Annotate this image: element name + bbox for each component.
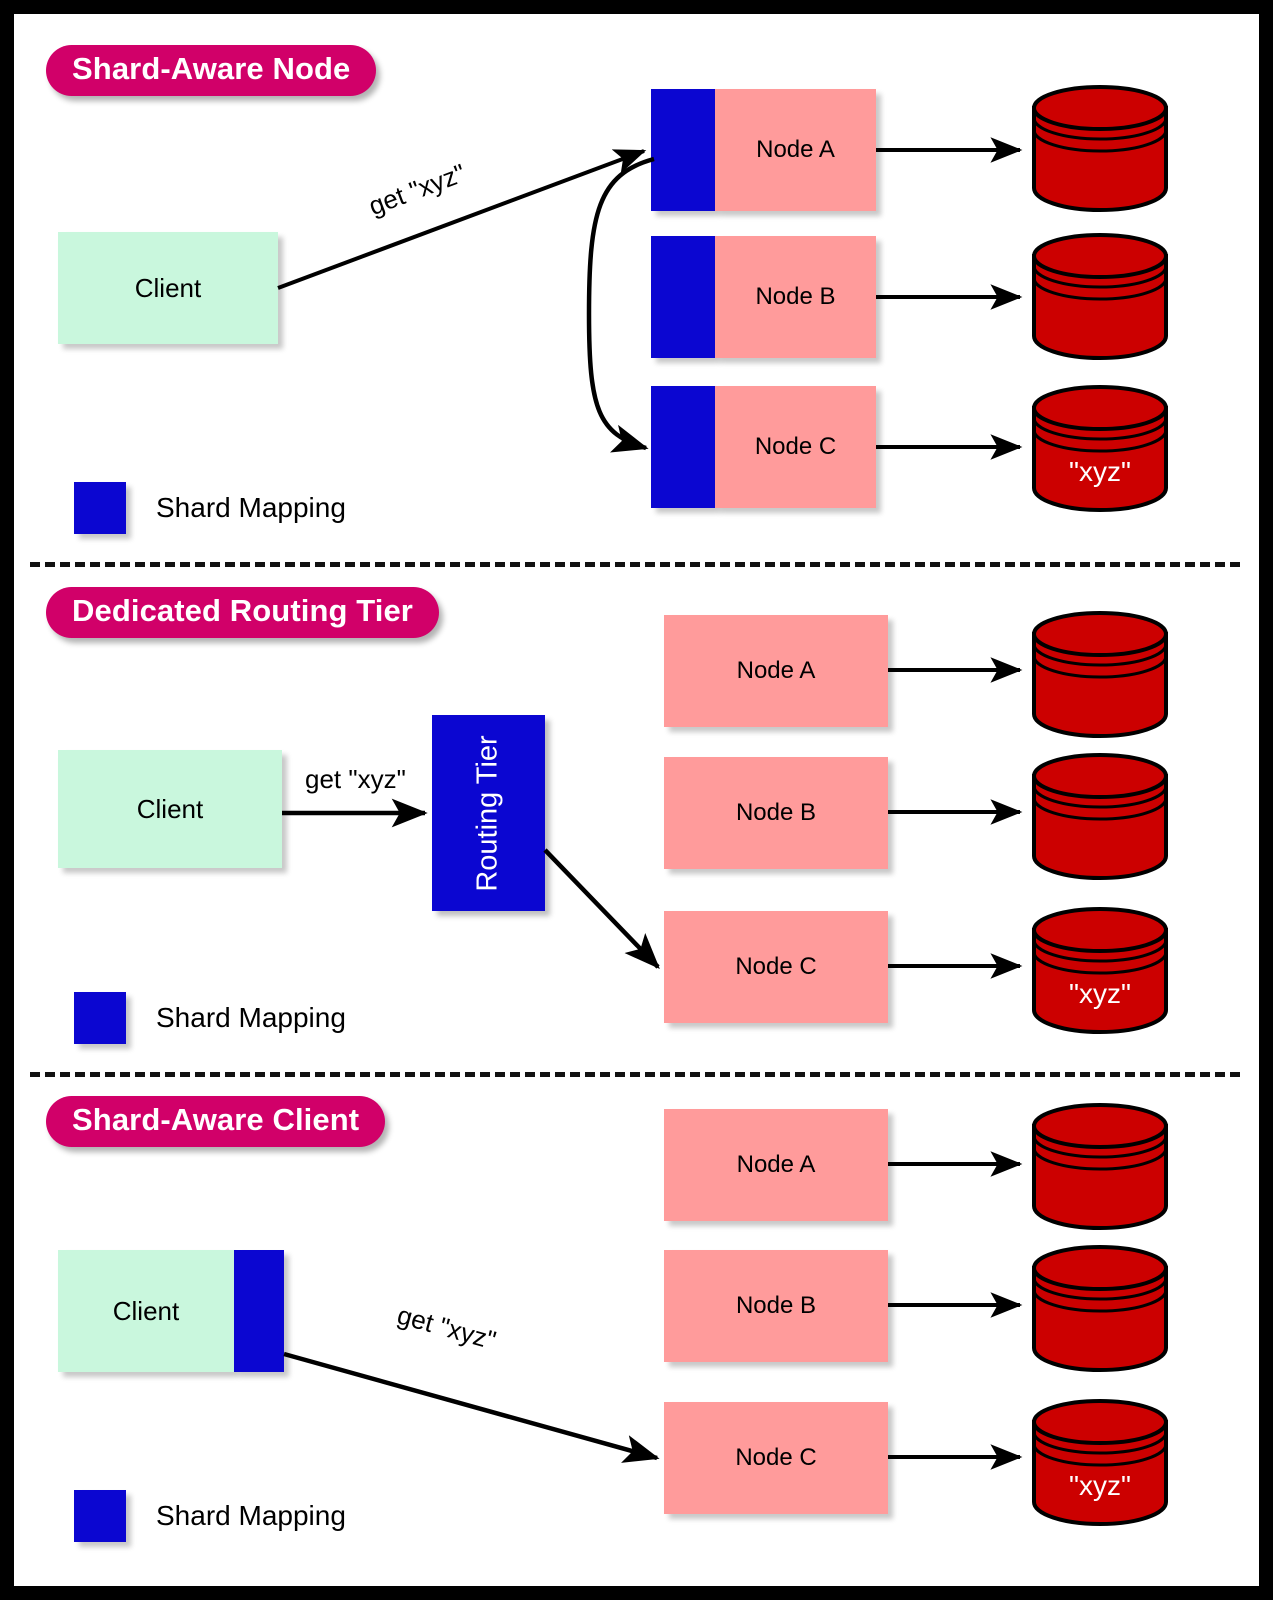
request-label-panel2: get "xyz" — [305, 764, 406, 794]
panel-title-dedicated-routing-tier: Dedicated Routing Tier — [46, 587, 439, 638]
legend-panel2: Shard Mapping — [74, 992, 346, 1044]
legend-panel3: Shard Mapping — [74, 1490, 346, 1542]
node-box-b-panel1[interactable]: Node B — [715, 236, 876, 358]
legend-swatch-shard-mapping-panel3 — [74, 1490, 126, 1542]
database-cylinder-a-panel2 — [1028, 610, 1172, 738]
panel-shard-aware-node: Shard-Aware Node Client Node A Node B No… — [14, 14, 1259, 562]
database-cylinder-a-panel1 — [1028, 84, 1172, 212]
node-box-b-panel2[interactable]: Node B — [664, 757, 888, 869]
database-cylinder-b-panel2 — [1028, 752, 1172, 880]
panel-dedicated-routing-tier: Dedicated Routing Tier Client Routing Ti… — [14, 562, 1259, 1072]
panel-title-shard-aware-node: Shard-Aware Node — [46, 45, 377, 96]
legend-swatch-shard-mapping-panel1 — [74, 482, 126, 534]
shard-mapping-strip-client-panel3 — [234, 1250, 284, 1372]
node-box-c-panel2[interactable]: Node C — [664, 911, 888, 1023]
legend-label-shard-mapping-panel3: Shard Mapping — [156, 1500, 346, 1531]
database-cylinder-c-panel3: "xyz" — [1028, 1398, 1172, 1526]
database-cylinder-c-panel2: "xyz" — [1028, 906, 1172, 1034]
panel-title-shard-aware-client: Shard-Aware Client — [46, 1096, 386, 1147]
routing-tier-box[interactable]: Routing Tier — [432, 715, 545, 911]
node-box-a-panel2[interactable]: Node A — [664, 615, 888, 727]
arrows-panel2 — [282, 657, 1023, 979]
diagram-frame: Shard-Aware Node Client Node A Node B No… — [14, 14, 1259, 1586]
shard-mapping-strip-node-a-panel1 — [651, 89, 715, 211]
legend-label-shard-mapping-panel2: Shard Mapping — [156, 1002, 346, 1033]
client-group-panel3: Client — [58, 1250, 284, 1378]
node-box-b-panel3[interactable]: Node B — [664, 1250, 888, 1362]
node-box-a-panel3[interactable]: Node A — [664, 1109, 888, 1221]
database-cylinder-b-panel3 — [1028, 1244, 1172, 1372]
panel-separator-1 — [30, 562, 1240, 567]
legend-swatch-shard-mapping-panel2 — [74, 992, 126, 1044]
client-box-panel1[interactable]: Client — [58, 232, 278, 344]
legend-panel1: Shard Mapping — [74, 482, 346, 534]
client-box-panel3[interactable]: Client — [58, 1250, 234, 1372]
client-box-panel2[interactable]: Client — [58, 750, 282, 868]
database-cylinder-b-panel1 — [1028, 232, 1172, 360]
legend-label-shard-mapping-panel1: Shard Mapping — [156, 492, 346, 523]
panel-separator-2 — [30, 1072, 1240, 1077]
shard-mapping-strip-node-b-panel1 — [651, 236, 715, 358]
arrows-panel1 — [277, 137, 1023, 460]
node-box-c-panel3[interactable]: Node C — [664, 1402, 888, 1514]
node-box-c-panel1[interactable]: Node C — [715, 386, 876, 508]
shard-mapping-strip-node-c-panel1 — [651, 386, 715, 508]
arrows-panel3 — [283, 1151, 1023, 1470]
node-box-a-panel1[interactable]: Node A — [715, 89, 876, 211]
database-cylinder-a-panel3 — [1028, 1102, 1172, 1230]
panel-shard-aware-client: Shard-Aware Client Client Node A Node B … — [14, 1072, 1259, 1586]
